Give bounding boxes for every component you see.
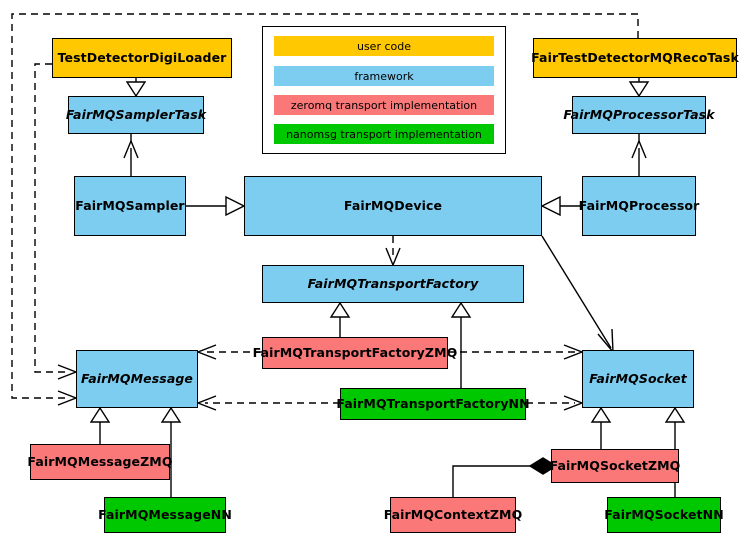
dependency-digiloader-to-message [34,63,69,373]
class-node-fairmq-processor-task[interactable]: FairMQProcessorTask [563,96,715,134]
dependency-recotask-to-message [11,13,639,399]
class-label-fairmq-device: FairMQDevice [343,197,443,213]
class-node-fairmq-transport-factory-nn[interactable]: FairMQTransportFactoryNN [336,388,530,420]
class-node-fairmq-socket[interactable]: FairMQSocket [582,350,694,408]
class-node-test-detector-digi-loader[interactable]: TestDetectorDigiLoader [52,38,232,78]
legend-item-zeromq: zeromq transport implementation [274,95,494,115]
class-label-fairmq-socket-nn: FairMQSocketNN [604,506,724,522]
class-label-fairmq-transport-factory-nn: FairMQTransportFactoryNN [336,395,530,411]
class-label-test-detector-digi-loader: TestDetectorDigiLoader [57,49,227,65]
class-label-fairmq-transport-factory: FairMQTransportFactory [307,275,479,291]
arrowhead-triangle-device-right [540,195,561,217]
class-label-fairmq-message: FairMQMessage [80,370,193,386]
class-label-fair-test-detector-mq-reco-task: FairTestDetectorMQRecoTask [531,49,739,65]
class-node-fairmq-transport-factory[interactable]: FairMQTransportFactory [262,265,524,303]
legend-label-user-code: user code [356,39,412,53]
class-label-fairmq-sampler: FairMQSampler [75,197,185,213]
class-label-fairmq-transport-factory-zmq: FairMQTransportFactoryZMQ [252,344,458,360]
class-label-fairmq-message-zmq: FairMQMessageZMQ [27,453,173,469]
class-label-fairmq-message-nn: FairMQMessageNN [98,506,232,522]
arrowhead-triangle-samplertask-top [125,81,147,98]
arrowhead-device-to-socket [597,328,614,355]
class-label-fairmq-processor-task: FairMQProcessorTask [563,106,715,122]
arrowhead-triangle-factory-left [329,301,351,318]
composition-contextzmq-to-socketzmq [452,465,530,497]
class-label-fairmq-sampler-task: FairMQSamplerTask [65,106,207,122]
class-node-fair-test-detector-mq-reco-task[interactable]: FairTestDetectorMQRecoTask [531,38,739,78]
arrowhead-triangle-socket-left [590,406,612,423]
arrowhead-triangle-device-left [225,195,246,217]
arrowhead-triangle-factory-right [450,301,472,318]
class-node-fairmq-transport-factory-zmq[interactable]: FairMQTransportFactoryZMQ [253,337,457,369]
class-node-fairmq-socket-nn[interactable]: FairMQSocketNN [604,497,724,533]
arrowhead-factoryzmq-to-message [196,344,217,360]
arrowhead-triangle-processortask-top [628,81,650,98]
legend-item-user-code: user code [274,36,494,56]
class-label-fairmq-context-zmq: FairMQContextZMQ [383,506,523,522]
legend-item-nanomsg: nanomsg transport implementation [274,124,494,144]
class-label-fairmq-socket: FairMQSocket [589,370,687,386]
legend-label-zeromq: zeromq transport implementation [290,98,478,112]
class-node-fairmq-processor[interactable]: FairMQProcessor [579,176,699,236]
arrowhead-factorynn-to-message [196,395,217,411]
legend-item-framework: framework [274,66,494,86]
class-label-fairmq-processor: FairMQProcessor [578,197,700,213]
class-node-fairmq-device[interactable]: FairMQDevice [244,176,542,236]
class-node-fairmq-context-zmq[interactable]: FairMQContextZMQ [384,497,522,533]
class-node-fairmq-message[interactable]: FairMQMessage [76,350,198,408]
arrowhead-triangle-message-right [160,406,182,423]
class-node-fairmq-socket-zmq[interactable]: FairMQSocketZMQ [549,449,681,483]
class-node-fairmq-sampler[interactable]: FairMQSampler [74,176,186,236]
arrowhead-triangle-message-left [89,406,111,423]
association-device-to-socket [541,235,612,349]
class-node-fairmq-sampler-task[interactable]: FairMQSamplerTask [65,96,207,134]
legend-label-framework: framework [354,69,414,83]
class-node-fairmq-message-nn[interactable]: FairMQMessageNN [98,497,232,533]
class-node-fairmq-message-zmq[interactable]: FairMQMessageZMQ [27,444,173,480]
class-label-fairmq-socket-zmq: FairMQSocketZMQ [549,457,681,473]
arrowhead-triangle-socket-right [664,406,686,423]
legend-label-nanomsg: nanomsg transport implementation [286,127,482,141]
